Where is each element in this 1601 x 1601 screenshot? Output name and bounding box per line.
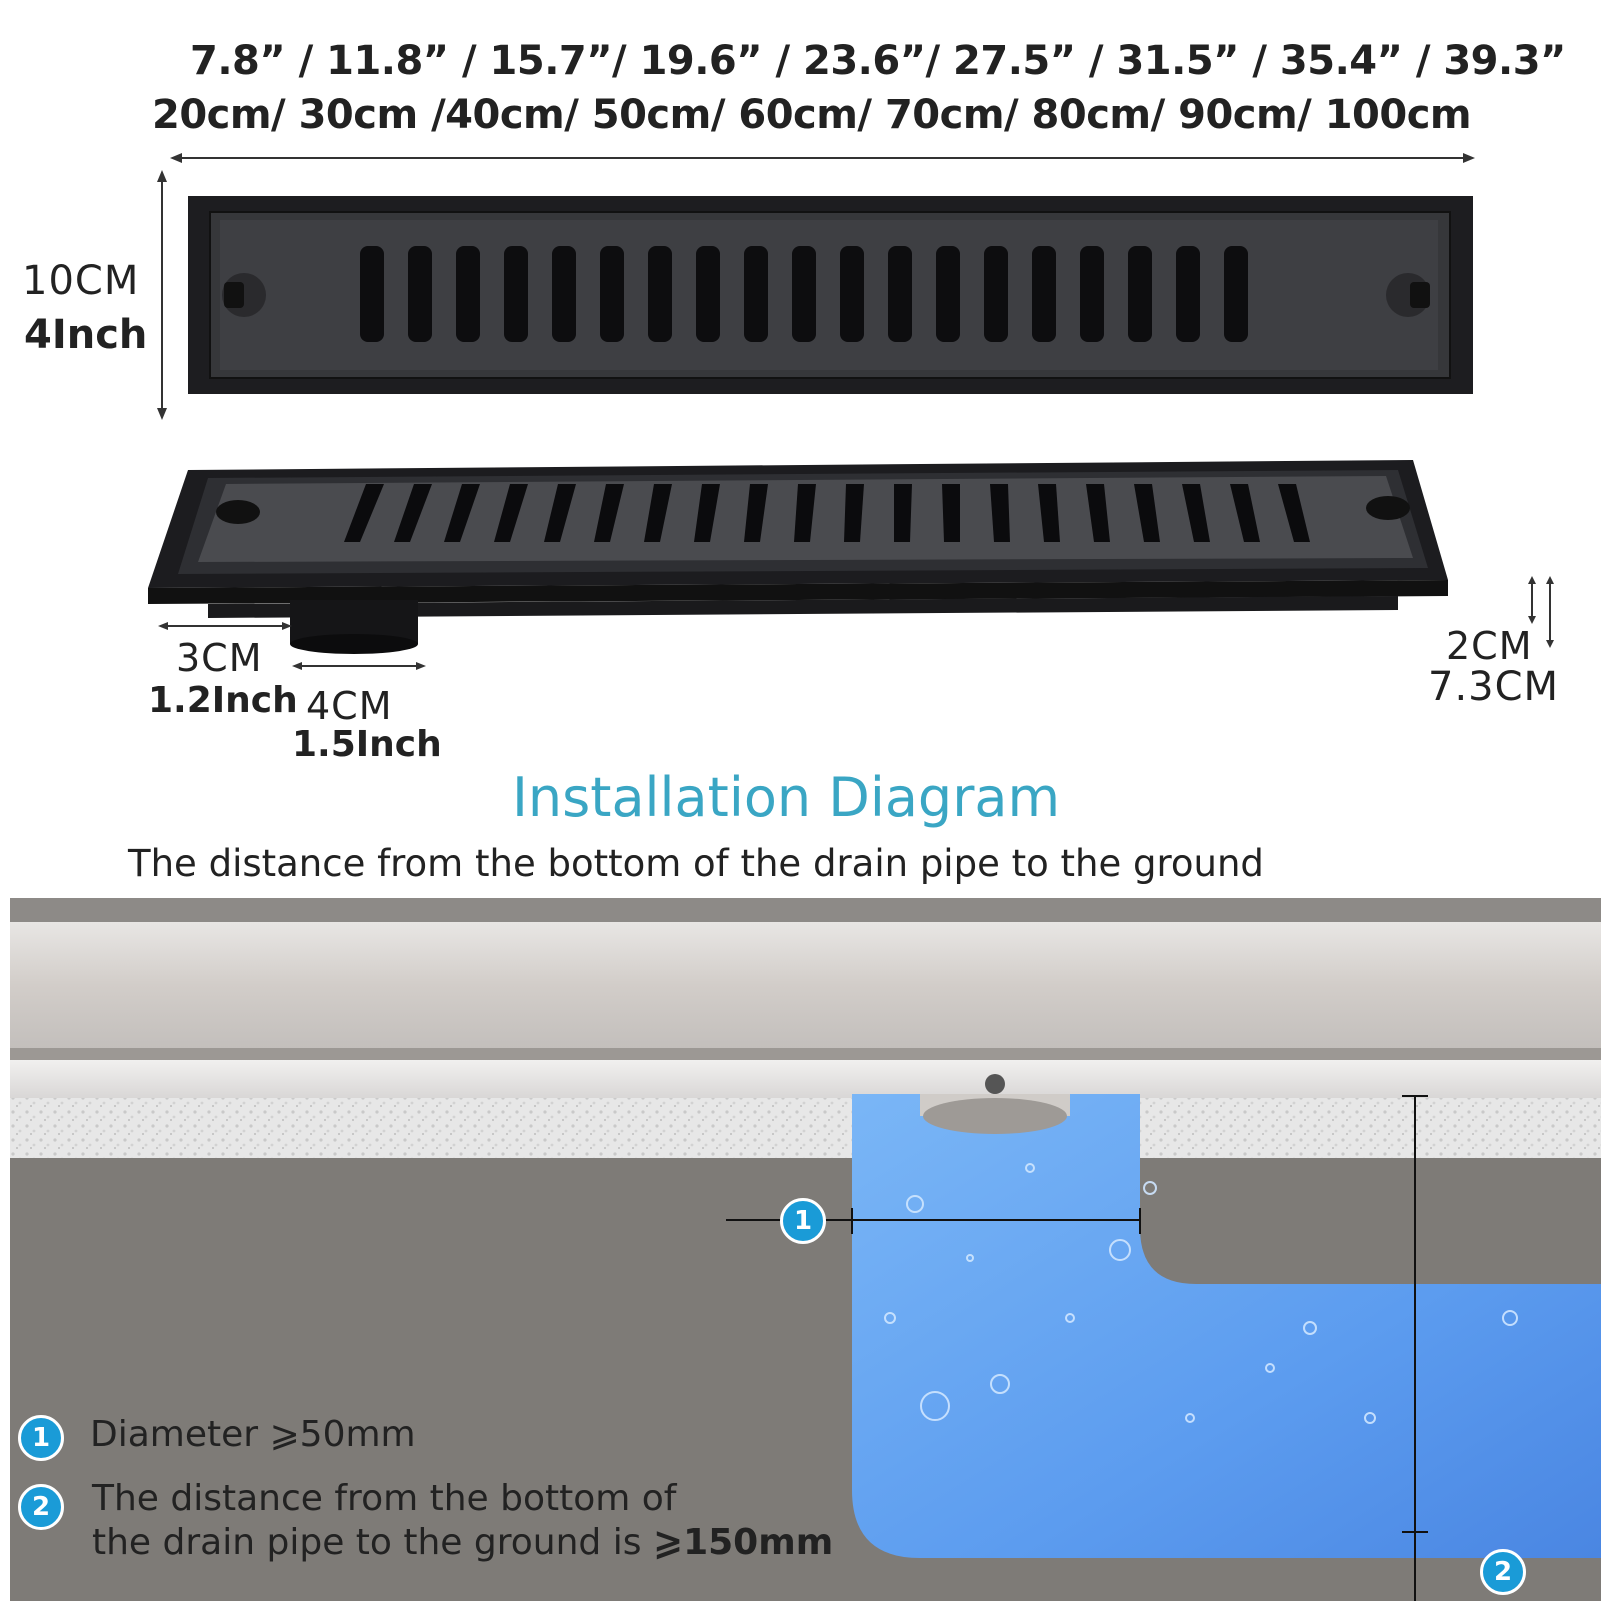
legend-2-line2-prefix: the drain pipe to the ground is: [92, 1522, 653, 1563]
legend-1-text: Diameter ⩾50mm: [90, 1414, 416, 1455]
width-cm-label: 10CM: [22, 258, 140, 304]
legend-2-line1: The distance from the bottom of: [92, 1478, 677, 1519]
height-arrows: [1528, 576, 1554, 648]
length-inches-label: 7.8” / 11.8” / 15.7”/ 19.6” / 23.6”/ 27.…: [190, 38, 1566, 84]
outlet-offset-cm-label: 3CM: [176, 636, 263, 680]
marker-2-badge: 2: [1480, 1549, 1526, 1595]
total-height-label: 7.3CM: [1428, 664, 1560, 710]
outlet-diameter-cm-label: 4CM: [306, 684, 393, 728]
marker-1-badge: 1: [780, 1198, 826, 1244]
legend-2-badge: 2: [18, 1484, 64, 1530]
installation-illustration: [10, 898, 1601, 1601]
legend-2-line2-value: ⩾150mm: [652, 1522, 834, 1563]
outlet-offset-inch-label: 1.2Inch: [148, 680, 298, 721]
installation-subtitle: The distance from the bottom of the drai…: [128, 842, 1264, 885]
outlet-diameter-inch-label: 1.5Inch: [292, 724, 442, 765]
flange-height-label: 2CM: [1446, 624, 1533, 668]
drain-top-view: [188, 196, 1473, 394]
width-inch-label: 4Inch: [24, 312, 148, 358]
outlet-diameter-arrow: [292, 662, 426, 670]
perspective-slots: [344, 484, 1310, 542]
width-arrow: [157, 170, 167, 420]
top-slots: [360, 246, 1248, 342]
length-arrow: [170, 153, 1475, 163]
length-cm-label: 20cm/ 30cm /40cm/ 50cm/ 60cm/ 70cm/ 80cm…: [152, 92, 1472, 138]
outlet-offset-arrow: [158, 622, 292, 630]
legend-2-line2: the drain pipe to the ground is ⩾150mm: [92, 1522, 833, 1563]
drain-perspective-view: [148, 460, 1448, 654]
legend-1-badge: 1: [18, 1415, 64, 1461]
installation-title: Installation Diagram: [512, 766, 1061, 829]
